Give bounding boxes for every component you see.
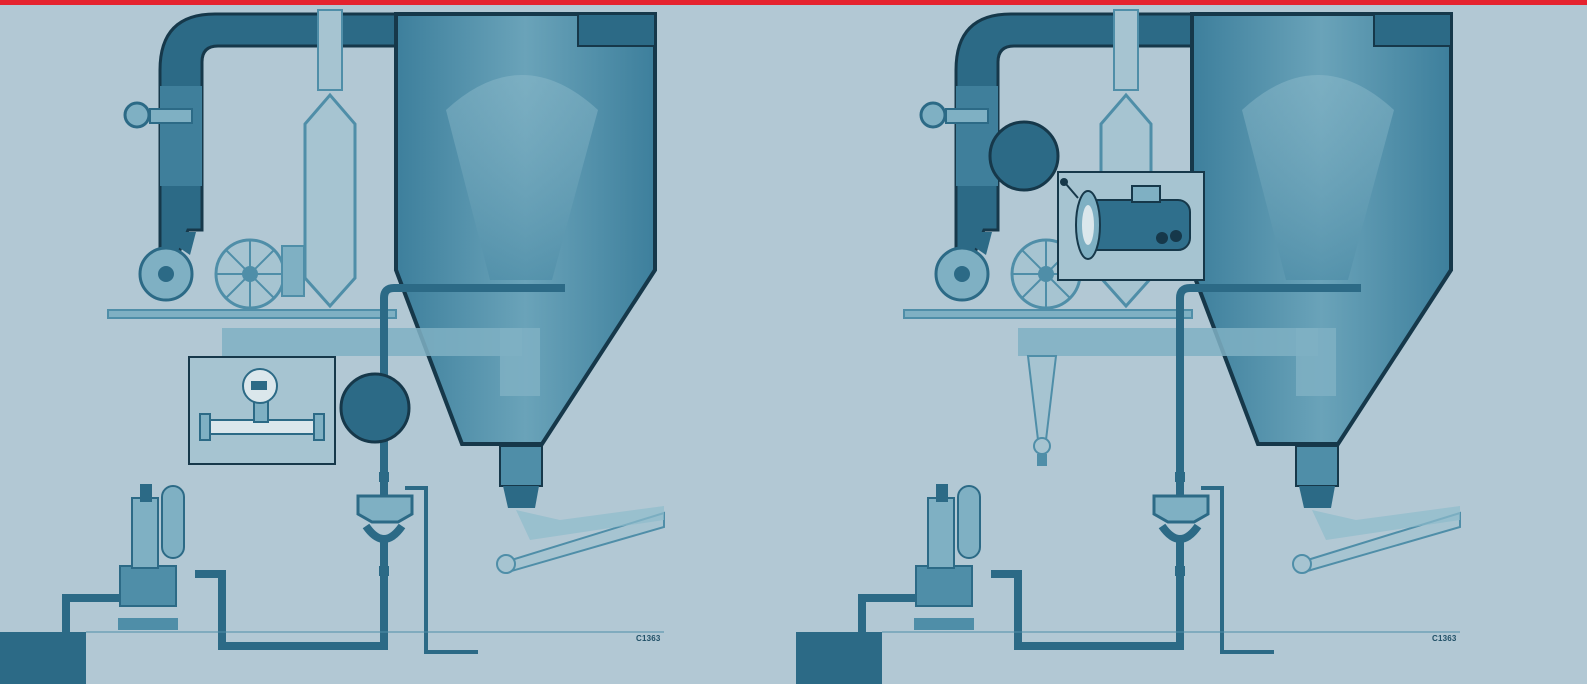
scrubber-column (305, 95, 355, 306)
measuring-point-marker (990, 122, 1058, 190)
inlet-fan-icon (125, 103, 149, 127)
drawing-code-label: C1363 (636, 634, 661, 643)
duct-heater (160, 86, 202, 186)
platform (108, 310, 396, 318)
scrubber-column-pipe (318, 10, 342, 90)
panel-left-coriolis: C1363 (0, 0, 794, 684)
feed-filter (358, 496, 412, 522)
feed-pump (916, 566, 972, 606)
product-outlet (1296, 446, 1338, 486)
return-duct (1018, 328, 1318, 356)
spray-dryer-diagram-right (796, 0, 1587, 684)
drawing-code-label: C1363 (1432, 634, 1457, 643)
feed-filter (1154, 496, 1208, 522)
feed-pump (120, 566, 176, 606)
feed-tank (796, 632, 882, 684)
cyclone-separator (1028, 356, 1056, 440)
feed-tank (0, 632, 86, 684)
spray-dryer-diagram-left (0, 0, 794, 684)
panel-right-vortex: C1363 (796, 0, 1587, 684)
return-duct (222, 328, 522, 356)
product-outlet (500, 446, 542, 486)
platform (904, 310, 1192, 318)
measuring-point-marker (341, 374, 409, 442)
inlet-fan-icon (921, 103, 945, 127)
